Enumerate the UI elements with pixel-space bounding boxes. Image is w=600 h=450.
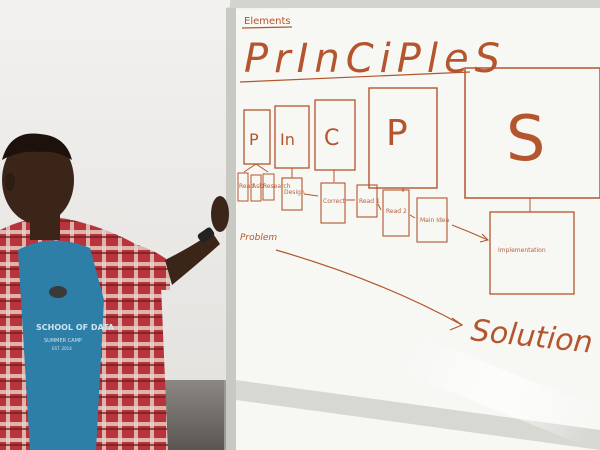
whiteboard-frame <box>226 6 236 450</box>
whiteboard-frame-top <box>230 0 600 8</box>
board-small-box-1 <box>237 172 249 202</box>
board-header-underline <box>241 26 293 29</box>
board-problem-label: Problem <box>240 233 277 243</box>
board-box-p2-letter: P <box>386 113 408 154</box>
shirt-print-line1: SCHOOL OF DATA <box>36 323 115 332</box>
board-label-read2: Read 2 <box>386 208 407 215</box>
board-box-c <box>314 99 356 171</box>
board-long-arrow <box>275 249 463 326</box>
board-box-c-letter: C <box>324 126 339 151</box>
board-title-word: PrInCiPleS <box>244 36 506 82</box>
board-box-main-idea <box>416 197 448 243</box>
shirt-print-line2: SUMMER CAMP <box>44 338 82 344</box>
board-label-ask: Ask <box>252 183 263 190</box>
wristwatch <box>197 227 215 243</box>
board-box-design <box>281 177 303 211</box>
ear <box>5 173 15 191</box>
teal-tshirt <box>18 240 104 450</box>
board-small-box-3 <box>262 173 275 201</box>
board-box-correct <box>320 182 346 224</box>
board-box-s <box>464 67 600 199</box>
board-label-research: Research <box>263 183 291 190</box>
head <box>2 136 74 224</box>
forearm <box>165 232 220 285</box>
board-label-design: Design <box>284 189 305 196</box>
board-box-s-letter: S <box>506 102 545 175</box>
board-label-correct: Correct <box>323 198 346 205</box>
board-label-read: Read <box>239 183 254 190</box>
board-header-small: Elements <box>244 16 291 27</box>
board-long-arrow-head <box>449 317 464 331</box>
board-label-main-idea: Main Idea <box>420 217 450 224</box>
sunglasses <box>49 286 67 298</box>
board-box-read2 <box>382 189 410 237</box>
hair <box>2 133 72 160</box>
board-title-underline <box>239 71 471 83</box>
board-arrows <box>303 193 489 243</box>
board-box-implementation <box>489 211 575 295</box>
board-box-p-letter: P <box>249 130 259 149</box>
hand <box>211 196 229 232</box>
board-label-implementation: Implementation <box>498 247 546 254</box>
board-connectors <box>243 163 531 212</box>
board-box-read1 <box>356 184 378 218</box>
plaid-sleeve <box>115 240 170 290</box>
shirt-print-line3: EST. 2014 <box>52 346 72 351</box>
board-box-in-letter: In <box>280 130 295 149</box>
board-box-p <box>243 109 271 165</box>
board-label-read1: Read 1 <box>359 198 380 205</box>
board-small-box-2 <box>250 174 262 202</box>
